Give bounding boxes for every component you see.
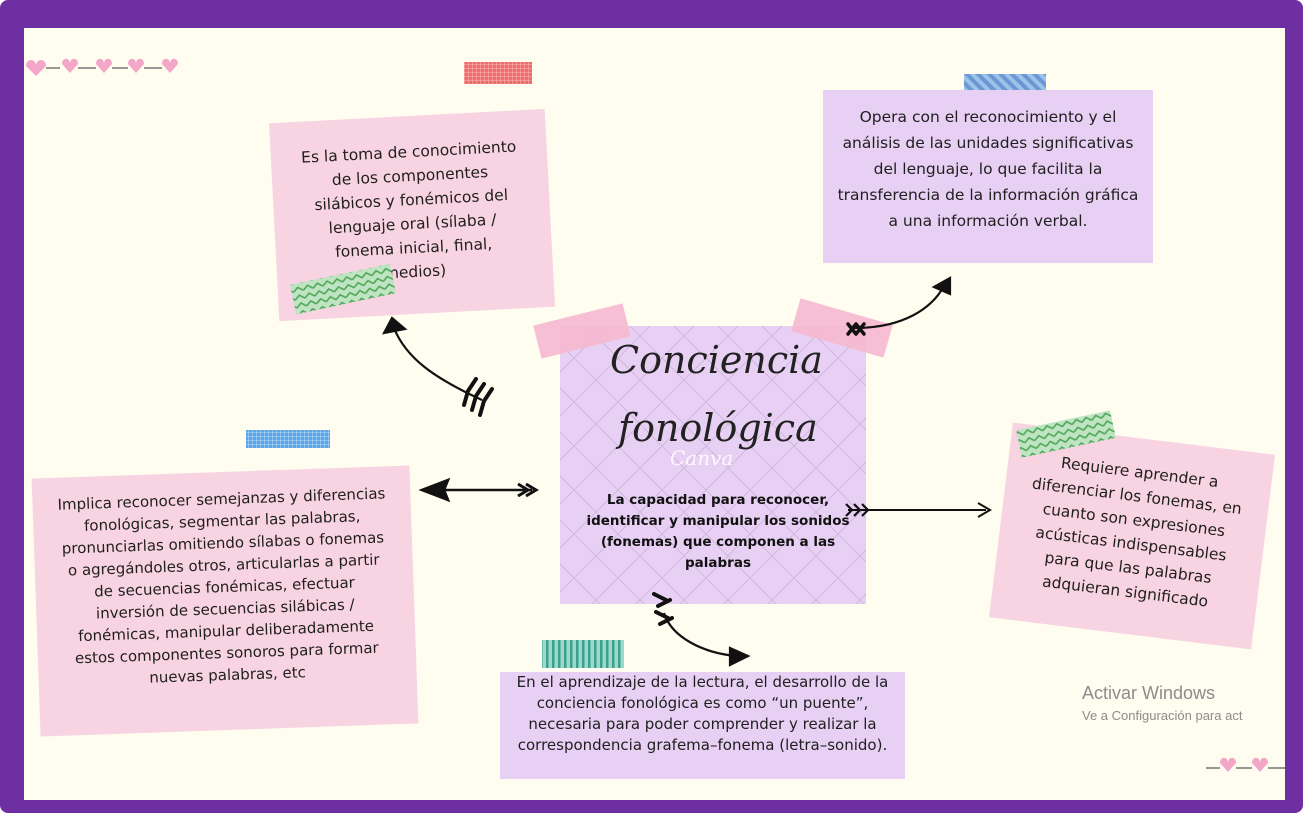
decoration-layer	[26, 58, 1285, 772]
hearts-garland-bottom-right	[1206, 757, 1285, 772]
arrow-to-left-note	[418, 477, 539, 503]
tape-pink-central-left	[533, 303, 631, 359]
arrow-to-top-left	[381, 316, 494, 417]
central-title-line1: Conciencia	[610, 338, 823, 382]
arrow-to-bottom-note	[652, 592, 751, 667]
note-bottom-text: En el aprendizaje de la lectura, el desa…	[516, 673, 889, 754]
windows-activation-title: Activar Windows	[1082, 683, 1216, 703]
note-top-right-text: Opera con el reconocimiento y el análisi…	[837, 108, 1139, 230]
tape-blue-grid	[246, 430, 330, 448]
note-top-right: Opera con el reconocimiento y el análisi…	[823, 90, 1153, 263]
arrow-to-top-right	[846, 276, 952, 336]
hearts-garland-top-left	[26, 58, 178, 76]
note-bottom: En el aprendizaje de la lectura, el desa…	[500, 672, 905, 779]
arrow-to-right-note	[845, 502, 992, 518]
overlay-tapes	[289, 263, 1116, 458]
tape-pink-central-right	[791, 298, 893, 358]
central-note-pattern	[560, 326, 866, 604]
tape-red-grid	[464, 62, 532, 84]
mind-map-canvas: Es la toma de conocimiento de los compon…	[24, 28, 1285, 800]
tape-green-zigzag-right	[1016, 410, 1116, 458]
central-title-line2: fonológica	[618, 406, 818, 450]
tape-teal-stripe	[542, 640, 624, 668]
central-definition: La capacidad para reconocer, identificar…	[586, 492, 850, 571]
windows-activation-subtitle: Ve a Configuración para act	[1082, 708, 1243, 723]
tape-green-zigzag-left	[289, 263, 397, 315]
canva-watermark: Canva	[670, 446, 734, 470]
